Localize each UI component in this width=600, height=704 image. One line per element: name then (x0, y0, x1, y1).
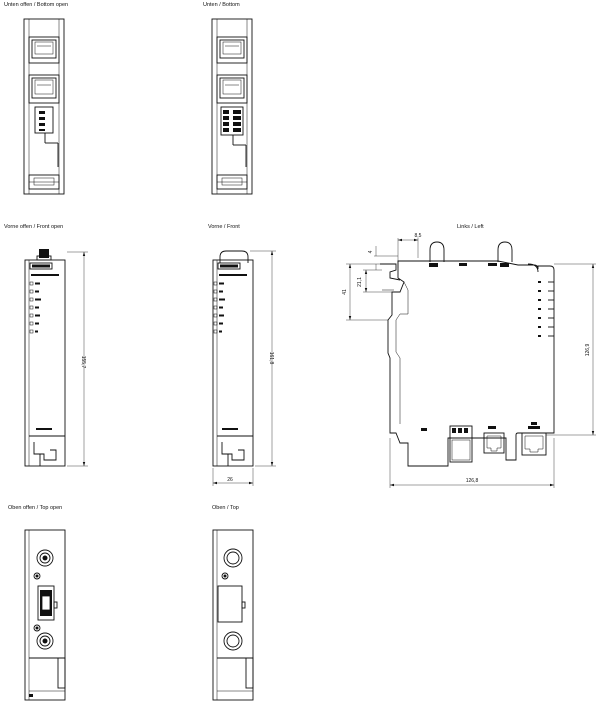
din-clip (221, 442, 245, 466)
antenna-connector-lower (223, 631, 243, 651)
sim-cover (217, 585, 246, 623)
model-text (31, 274, 59, 276)
side-leds (538, 281, 554, 337)
front-open-height-dim: 155,7 (80, 356, 86, 369)
serial-text (36, 428, 52, 430)
antenna-connector-lower (36, 632, 54, 650)
rj45-port-left (483, 426, 505, 454)
antenna-left (429, 241, 445, 267)
caption-top-open: Oben offen / Top open (8, 505, 63, 511)
front-open-view: 155,7 (24, 249, 88, 467)
terminal-block (34, 106, 54, 134)
caption-front-open: Vorne offen / Front open (4, 224, 64, 230)
top-connector (36, 249, 52, 261)
front-height-dim: 161,8 (268, 352, 274, 365)
bottom-open-view (23, 18, 65, 195)
label-plate (29, 262, 53, 270)
rj45-port-lower (28, 74, 60, 104)
sim-slot (37, 585, 58, 621)
din-clip (33, 442, 57, 466)
antenna-connector-upper (36, 549, 54, 567)
left-view: 8,5 4 21,1 41 126,9 126,8 (342, 233, 596, 488)
front-view: 161,8 26 (212, 250, 276, 486)
caption-bottom-open: Unten offen / Bottom open (4, 2, 69, 8)
caption-top: Oben / Top (212, 505, 239, 511)
din-clip (28, 174, 60, 190)
din-clip (216, 174, 248, 190)
left-dim-width: 126,8 (466, 478, 479, 484)
caption-front: Vorne / Front (208, 224, 240, 230)
label-plate (217, 262, 241, 270)
left-dim-41: 41 (342, 289, 348, 295)
top-label (459, 263, 467, 266)
terminal-block (449, 425, 473, 463)
led-indicators (29, 281, 41, 334)
top-view (212, 529, 254, 701)
left-dim-top: 8,5 (415, 233, 422, 239)
rj45-port-upper (28, 36, 60, 64)
antenna-connector-upper (223, 548, 243, 568)
top-open-view (24, 529, 66, 701)
model-text (219, 274, 247, 276)
left-dim-height: 126,9 (585, 344, 591, 357)
left-dim-21: 21,1 (357, 277, 363, 287)
caption-left: Links / Left (457, 224, 484, 230)
front-width-dim: 26 (227, 477, 233, 483)
led-indicators (213, 281, 225, 334)
bottom-view (211, 18, 253, 195)
rj45-port-right (521, 422, 547, 456)
caption-bottom: Unten / Bottom (203, 2, 240, 8)
antenna-right (497, 241, 513, 267)
antenna-cap (219, 250, 249, 263)
terminal-block-plugged (220, 106, 244, 136)
rj45-port-upper (216, 36, 248, 64)
rj45-port-lower (216, 74, 248, 104)
serial-text (222, 428, 238, 430)
left-dim-small: 4 (368, 250, 374, 253)
